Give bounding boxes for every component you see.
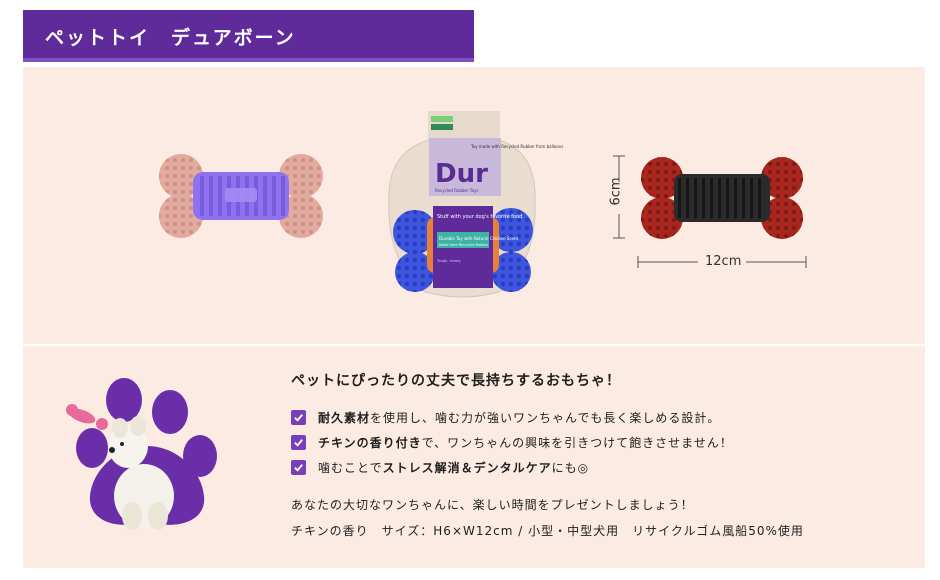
package-brand: Dur [435,159,488,189]
feature-text-post: を使用し、噛む力が強いワンちゃんでも長く楽しめる設計。 [370,410,721,425]
package-green-label: Durable Toy with Natural Chicken Scent [439,236,519,241]
package-stuff-text: Stuff with your dog's favorite food [437,214,522,220]
feature-text-post: にも◎ [551,460,590,475]
width-label: 12cm [705,254,742,269]
page-header: ペットトイ デュアボーン [23,10,474,62]
height-dimension-line [613,155,625,239]
feature-item: チキンの香り付きで、ワンちゃんの興味を引きつけて飽きさせません！ [291,433,733,451]
product-package-icon: Dur Recycled Rubber Toys Toy made with R… [388,111,563,298]
paw-dog-illustration [66,378,217,530]
height-label: 6cm [608,177,624,206]
bone-toy-pink-purple-icon [159,154,323,238]
feature-text-post: で、ワンちゃんの興味を引きつけて飽きさせません！ [421,435,733,450]
package-top-note: Toy made with Recycled Rubber from ballo… [470,144,563,149]
feature-text-bold: チキンの香り付き [318,435,422,450]
page-title: ペットトイ デュアボーン [45,27,296,49]
feature-text-bold: 耐久素材 [318,410,371,425]
info-title: ペットにぴったりの丈夫で長持ちするおもちゃ！ [291,373,621,389]
checkbox-icon [291,409,306,425]
checkbox-icon [291,459,306,475]
width-dimension-line [637,255,807,269]
held-toy-icon [66,404,108,430]
info-spec: チキンの香り サイズ：H6×W12cm / 小型・中型犬用 リサイクルゴム風船5… [291,524,804,538]
package-tag: Tough, chewy [436,259,461,263]
checkbox-icon [291,434,306,450]
info-message: あなたの大切なワンちゃんに、楽しい時間をプレゼントしましょう！ [291,498,694,512]
feature-text-bold: ストレス解消＆デンタルケア [382,460,552,475]
bone-toy-red-black-icon [641,157,803,239]
feature-item: 噛むことでストレス解消＆デンタルケアにも◎ [291,458,589,476]
package-green-sublabel: Made from Recycled Rubber [439,243,489,247]
dog-icon [108,416,174,530]
package-brand-subtitle: Recycled Rubber Toys [435,188,478,193]
feature-item: 耐久素材を使用し、噛む力が強いワンちゃんでも長く楽しめる設計。 [291,408,720,426]
feature-text-pre: 噛むことで [318,460,383,475]
